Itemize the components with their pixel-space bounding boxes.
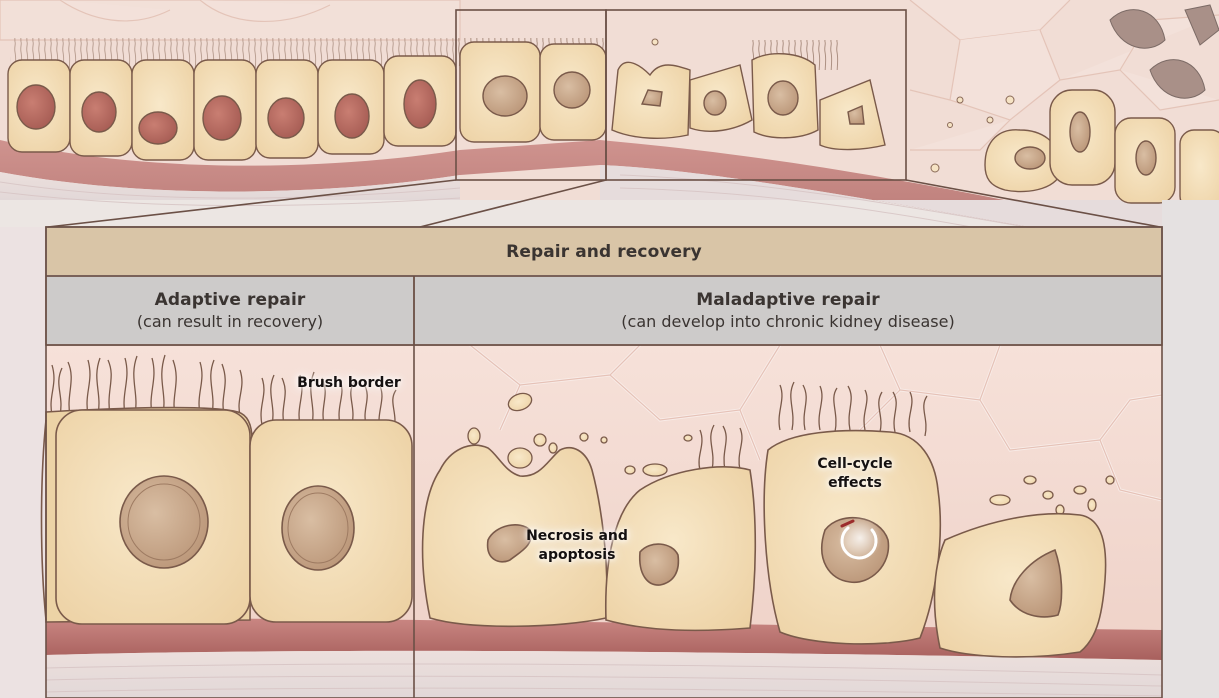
maladaptive-subtitle: (can develop into chronic kidney disease… [621, 312, 954, 331]
cell-cycle-label: Cell-cycle effects [800, 455, 910, 493]
adaptive-header: Adaptive repair (can result in recovery) [47, 277, 413, 344]
maladaptive-header: Maladaptive repair (can develop into chr… [415, 277, 1161, 344]
maladaptive-title: Maladaptive repair [696, 290, 880, 310]
necrosis-apoptosis-label: Necrosis and apoptosis [522, 527, 632, 565]
brush-border-label: Brush border [284, 374, 414, 393]
overview-strip [0, 0, 1219, 260]
adaptive-subtitle: (can result in recovery) [137, 312, 323, 331]
panel-title: Repair and recovery [47, 228, 1161, 275]
panel-title-text: Repair and recovery [506, 242, 702, 262]
adaptive-title: Adaptive repair [155, 290, 306, 310]
